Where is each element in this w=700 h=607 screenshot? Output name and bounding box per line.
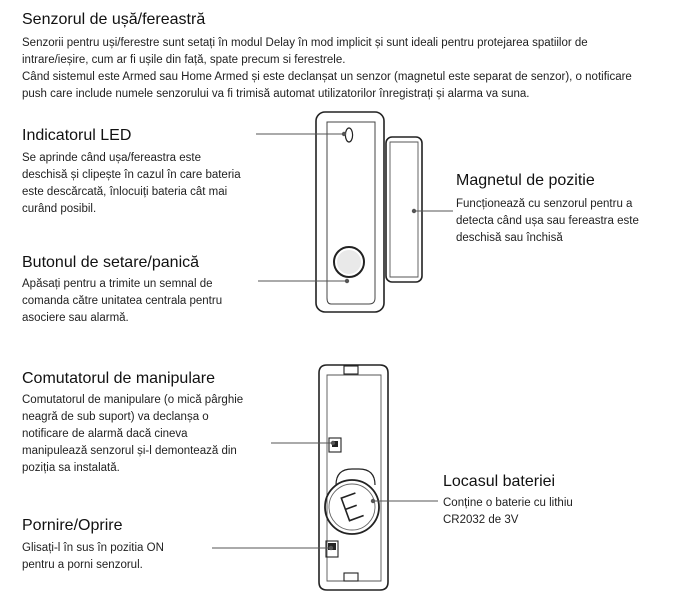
button-description: Apăsați pentru a trimite un semnal de co… [22,276,262,327]
magnet-inner-outline [389,141,419,278]
tamper-line: poziția sa instalată. [22,462,120,474]
power-title: Pornire/Oprire [22,517,123,534]
power-line: Glisați-l în sus în pozitia ON [22,542,164,554]
bottom-clip [343,572,359,582]
intro-text: Senzorii pentru uși/ferestre sunt setați… [22,35,692,103]
battery-title: Locasul bateriei [443,473,556,490]
intro-line: Senzorii pentru uși/ferestre sunt setați… [22,37,588,49]
button-line: asociere sau alarmă. [22,312,129,324]
led-line: este descărcată, înlocuiți bateria cât m… [22,186,228,198]
button-line: comanda către unitatea centrala pentru [22,295,223,307]
tamper-line: manipulează senzorul și-l demontează din [22,445,237,457]
battery-leader-dot [370,498,376,504]
sensor-inner-outline [326,121,376,305]
back-inner-outline [326,374,382,582]
tamper-description: Comutatorul de manipulare (o mică pârghi… [22,392,272,477]
button-leader-dot [344,278,350,284]
battery-compartment-icon [324,479,380,535]
intro-line: intrare/ieșire, cum ar fi ușile din față… [22,54,346,66]
button-title: Butonul de setare/panică [22,254,200,271]
tamper-title: Comutatorul de manipulare [22,370,215,387]
power-leader-dot [328,545,334,551]
sensor-back-view [318,364,389,591]
tamper-leader-dot [330,440,336,446]
battery-cell [328,483,376,531]
magnet-outline [385,136,423,283]
magnet-front-view [385,136,423,283]
magnet-line: deschisă sau închisă [456,232,563,244]
tamper-lever [332,441,338,447]
magnet-title: Magnetul de pozitie [456,172,595,189]
battery-e-glyph [340,492,364,522]
led-title: Indicatorul LED [22,127,132,144]
battery-line: CR2032 de 3V [443,514,519,526]
tamper-switch-icon [328,437,342,453]
battery-line: Conține o baterie cu lithiu [443,497,573,509]
button-line: Apăsați pentru a trimite un semnal de [22,278,213,290]
button-face [337,250,361,274]
back-body-outline [318,364,389,591]
led-description: Se aprinde când ușa/fereastra este desch… [22,150,262,218]
leader-lines-front [256,131,453,284]
battery-description: Conține o baterie cu lithiu CR2032 de 3V [443,495,683,529]
tamper-line: notificare de alarmă dacă cineva [22,428,188,440]
magnet-line: Funcționează cu senzorul pentru a [456,198,633,210]
led-line: deschisă și clipește în cazul în care ba… [22,169,241,181]
intro-line: push care include numele senzorului va f… [22,88,530,100]
page-title: Senzorul de ușă/fereastră [22,11,206,28]
magnet-description: Funcționează cu senzorul pentru a detect… [456,196,696,247]
sensor-body-outline [315,111,385,313]
led-leader-dot [341,131,347,137]
led-line: Se aprinde când ușa/fereastra este [22,152,202,164]
setup-panic-button-icon[interactable] [333,246,365,278]
magnet-leader-dot [411,208,417,214]
sensor-front-view [315,111,385,313]
power-line: pentru a porni senzorul. [22,559,143,571]
led-indicator-icon [344,127,354,143]
magnet-line: detecta când ușa sau fereastra este [456,215,639,227]
tamper-line: neagră de sub suport) va declanșa o [22,411,209,423]
top-clip [343,365,359,375]
battery-holder-top [335,468,376,486]
power-switch-icon[interactable] [325,540,339,558]
tamper-line: Comutatorul de manipulare (o mică pârghi… [22,394,244,406]
led-line: curând posibil. [22,203,97,215]
power-description: Glisați-l în sus în pozitia ON pentru a … [22,540,262,574]
leader-lines-back [212,440,438,551]
intro-line: Când sistemul este Armed sau Home Armed … [22,71,632,83]
